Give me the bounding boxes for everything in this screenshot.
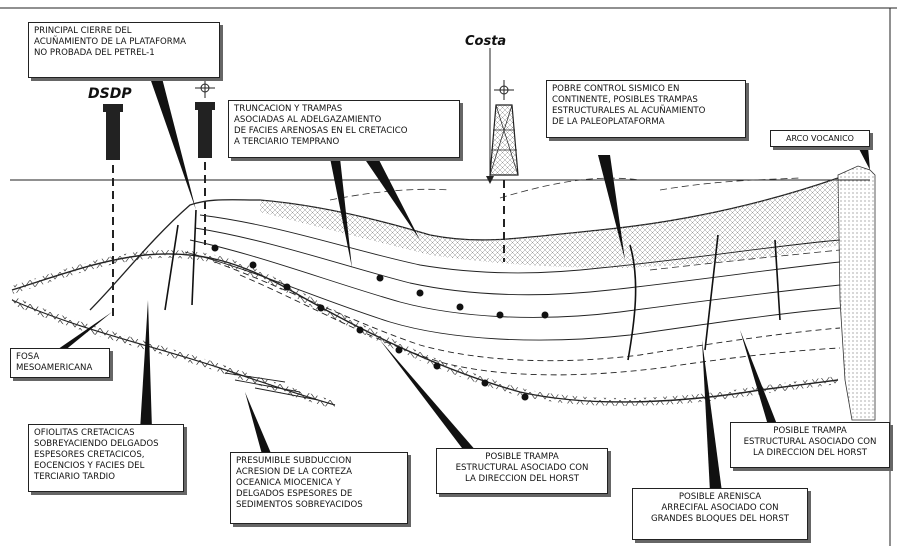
marker-dots	[211, 244, 549, 401]
dsdp-label: DSDP	[88, 86, 132, 102]
callout-leaders	[48, 78, 870, 492]
callout-ofiolitas: OFIOLITAS CRETACICAS SOBREYACIENDO DELGA…	[28, 424, 184, 492]
accretion-lines	[224, 372, 319, 401]
callout-fosa: FOSA MESOAMERICANA	[10, 348, 110, 378]
offshore-rig	[489, 80, 519, 262]
oceanic-crust-ticks	[10, 296, 337, 409]
dsdp-well-1	[103, 104, 123, 320]
faults	[164, 209, 781, 361]
slab-ticks	[10, 249, 839, 406]
callout-truncacion: TRUNCACION Y TRAMPAS ASOCIADAS AL ADELGA…	[228, 100, 460, 158]
callout-trampa-2: POSIBLE TRAMPA ESTRUCTURAL ASOCIADO CON …	[730, 422, 890, 468]
coast-arrowhead	[486, 176, 494, 184]
callout-arco: ARCO VOCANICO	[770, 130, 870, 147]
callout-arenisca: POSIBLE ARENISCA ARRECIFAL ASOCIADO CON …	[632, 488, 808, 540]
upper-dashed-layers	[329, 177, 841, 271]
callout-cierre: PRINCIPAL CIERRE DEL ACUÑAMIENTO DE LA P…	[28, 22, 220, 78]
dsdp-well-2	[195, 78, 215, 245]
callout-pobre: POBRE CONTROL SISMICO EN CONTINENTE, POS…	[546, 80, 746, 138]
costa-label: Costa	[465, 34, 507, 49]
callout-subduccion: PRESUMIBLE SUBDUCCION ACRESION DE LA COR…	[230, 452, 408, 524]
volcanic-arc	[837, 165, 876, 421]
callout-trampa-1: POSIBLE TRAMPA ESTRUCTURAL ASOCIADO CON …	[436, 448, 608, 494]
basin-fill	[260, 178, 840, 268]
